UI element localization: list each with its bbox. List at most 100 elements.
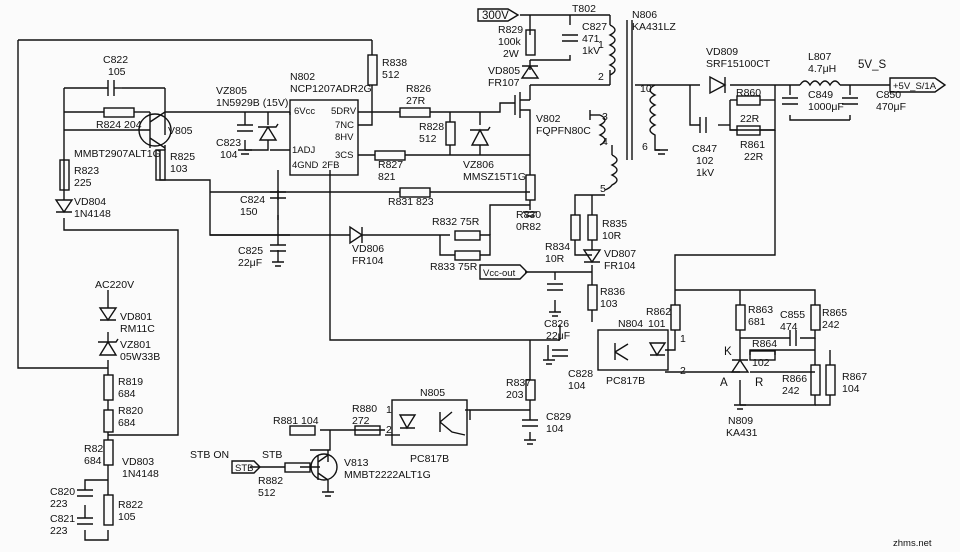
label-r867-value: 104 [842,383,860,395]
label-c847: C847 [692,143,717,155]
label-pin-10: 10 [640,83,652,95]
label-c824: C824 [240,194,265,206]
inductor-l807 [799,80,841,87]
label-r828-value: 512 [419,133,437,145]
resistor-r823 [59,159,70,191]
label-c827-kv: 1kV [582,45,600,57]
label-vz801-part: 05W33B [120,351,160,363]
label-5v-s: 5V_S [858,59,886,71]
tag-vcc-out [479,264,528,280]
ground-symbol [238,149,252,155]
resistor-r829 [525,29,536,56]
ic-n802 [289,99,359,176]
label-r866: R866 [782,373,807,385]
label-r82-value: 684 [84,455,102,467]
capacitor-c822 [107,80,115,96]
label-vd807-part: FR104 [604,260,636,272]
tag-stb [231,460,261,474]
label-r819-value: 684 [118,388,136,400]
grounds [238,149,746,497]
label-r836-value: 103 [600,298,618,310]
label-r835: R835 [602,218,627,230]
label-v805: V805 [168,125,193,137]
label-c827-value: 471 [582,33,600,45]
label-r860: R860 [736,87,761,99]
label-ac220v: AC220V [95,279,134,291]
transistor-v813 [317,454,329,481]
label-c827: C827 [582,21,607,33]
label-c826: C826 [544,318,569,330]
label-pin-6: 6 [642,141,648,153]
label-pin4: 4GND [292,160,319,171]
resistor-r862 [670,304,681,331]
resistor-r860 [736,95,761,106]
label-vd806-part: FR104 [352,255,384,267]
label-r833: R833 75R [430,261,478,273]
label-c855-value: 474 [780,321,798,333]
label-pin-3: 3 [602,111,608,123]
diode-vd801 [98,307,118,322]
label-r862-value: 101 [648,318,666,330]
label-r881: R881 104 [273,415,319,427]
capacitor-c821 [77,517,93,525]
label-c822-value: 105 [108,66,126,78]
label-pin8: 8HV [335,132,354,143]
label-vz801: VZ801 [120,339,151,351]
label-pin2: 2FB [322,160,339,171]
label-r825: R825 [170,151,195,163]
label-r829-watt: 2W [503,48,519,60]
label-c826-value: 22μF [546,330,570,342]
ground-symbol [549,311,561,317]
label-r827: R827 [378,159,403,171]
wires [17,14,890,541]
label-pin5: 5DRV [331,106,357,117]
label-r827-value: 821 [378,171,396,183]
label-c824-value: 150 [240,206,258,218]
components [54,8,947,526]
label-vz805: VZ805 [216,85,247,97]
capacitor-c826 [547,283,563,291]
label-r867: R867 [842,371,867,383]
label-n809: N809 [728,415,753,427]
label-vz806: VZ806 [463,159,494,171]
capacitor-c820 [77,489,93,497]
label-vz805-part: 1N5929B (15V) [216,97,288,109]
label-vd809: VD809 [706,46,738,58]
resistor-r831 [399,187,431,198]
label-r82: R82 [84,443,103,455]
resistor-r864 [749,350,776,361]
capacitor-c850 [842,97,858,105]
resistor-r881 [289,425,316,436]
label-c823-value: 104 [220,149,238,161]
tag-300v [477,8,520,22]
label-vd805-part: FR107 [488,77,520,89]
label-pin-1: 1 [598,39,604,51]
ground-symbol [655,149,668,155]
resistor-r836 [587,284,598,311]
label-stb-on: STB ON [190,449,229,461]
label-r834-value: 10R [545,253,565,265]
label-n805: N805 [420,387,445,399]
resistor-r882 [284,462,311,473]
label-pc817b-n804: PC817B [606,375,645,387]
label-vd805: VD805 [488,65,520,77]
capacitor-c849 [782,97,798,105]
label-r880: R880 [352,403,377,415]
resistor-r838 [367,54,378,86]
label-n806-part: KA431LZ [632,21,676,33]
label-c829: C829 [546,411,571,423]
optocoupler-n805 [391,399,468,446]
label-t802: T802 [572,3,596,15]
capacitor-c827 [562,34,578,42]
label-c855: C855 [780,309,805,321]
label-pc817b-n805: PC817B [410,453,449,465]
capacitor-c855 [789,330,797,346]
label-vz806-part: MMSZ15T1G [463,171,526,183]
label-c849: C849 [808,89,833,101]
label-vd803: VD803 [122,456,154,468]
label-r820: R820 [118,405,143,417]
resistor-r861 [736,125,761,136]
label-c825: C825 [238,245,263,257]
diode-vd809 [709,75,727,95]
label-r865: R865 [822,307,847,319]
